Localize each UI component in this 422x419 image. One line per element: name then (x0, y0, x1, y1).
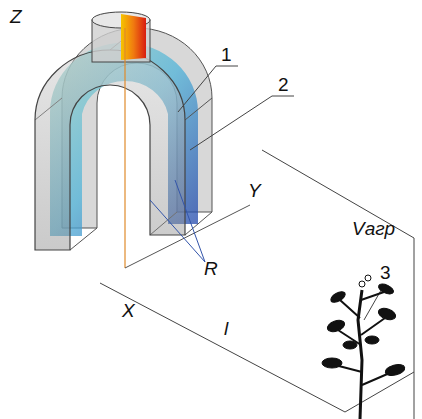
axis-label: Z (8, 6, 24, 27)
v-direction (262, 150, 414, 238)
callout-number: 2 (276, 74, 291, 95)
axis-label: l (222, 318, 230, 339)
plant-silhouette (322, 275, 406, 419)
callout-number: 1 (219, 44, 234, 65)
axis-label: Y (246, 180, 263, 201)
axis-label: X (120, 300, 137, 321)
axis-label: Vагр (350, 218, 397, 239)
arch-front (35, 50, 185, 250)
callout-number: 3 (378, 262, 393, 283)
z-axis (124, 28, 125, 268)
axis-label: R (202, 258, 220, 279)
l-dimension (100, 283, 345, 412)
